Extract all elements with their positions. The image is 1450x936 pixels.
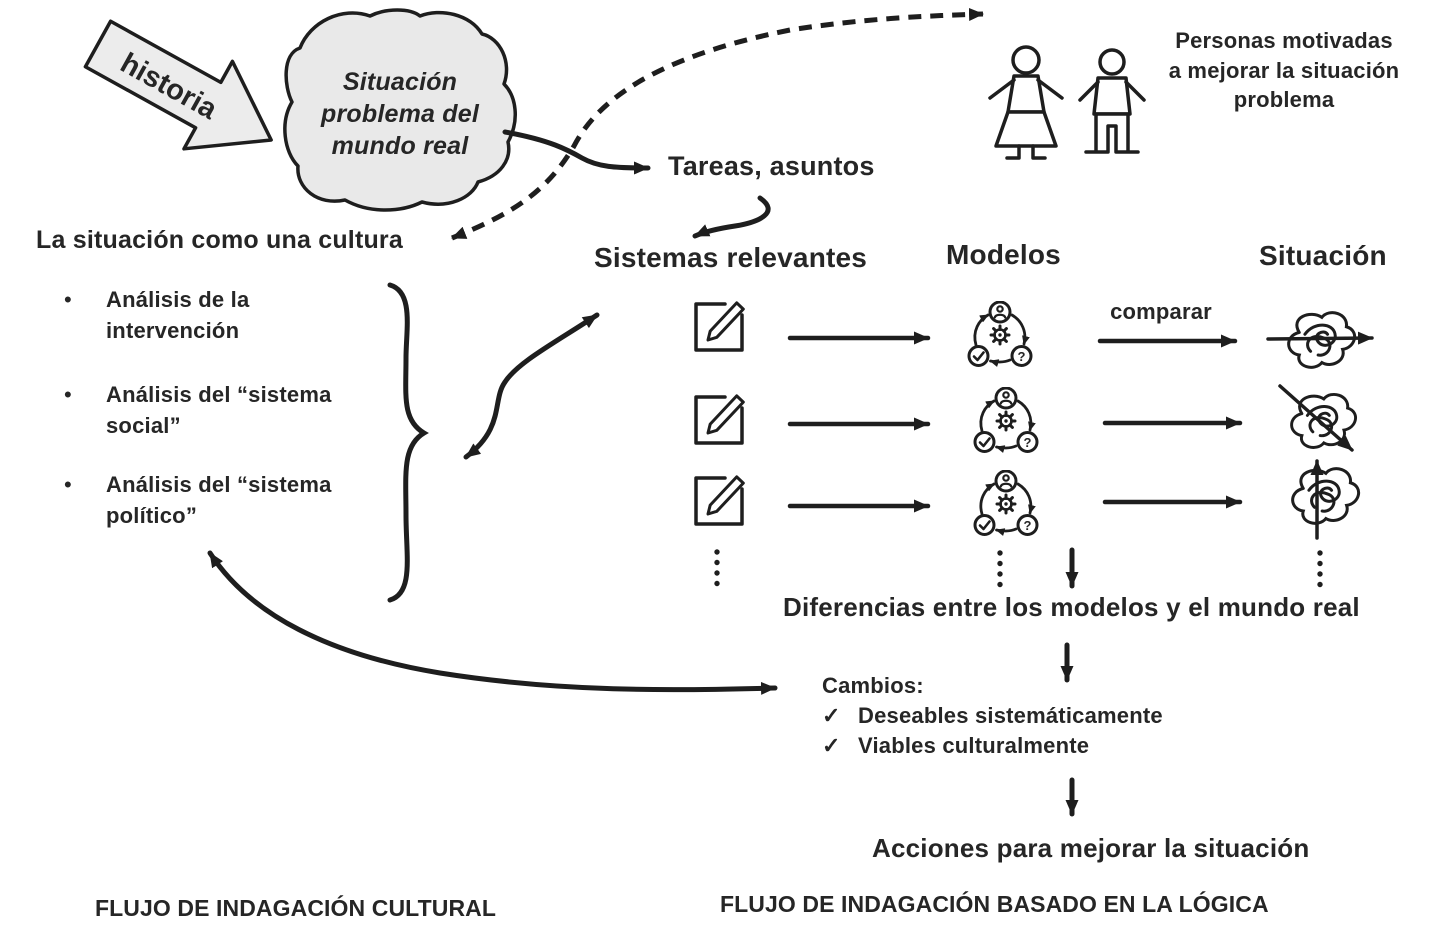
relevant-system-note-icon <box>694 301 746 352</box>
ellipsis-icon <box>997 550 1003 588</box>
culture-heading: La situación como una cultura <box>36 226 403 254</box>
culture-bullet-item: • Análisis de la intervención <box>64 284 344 346</box>
history-arrow: historia <box>83 19 273 151</box>
tasks-issues-label: Tareas, asuntos <box>668 151 875 181</box>
actions-label: Acciones para mejorar la situación <box>872 833 1310 863</box>
column-header-situation: Situación <box>1259 240 1387 271</box>
column-header-models: Modelos <box>946 239 1061 270</box>
change-item-label: Deseables sistemáticamente <box>858 703 1163 728</box>
check-icon: ✓ <box>822 703 841 728</box>
culture-brace <box>387 282 429 603</box>
tangle-through-arrows <box>1266 331 1374 540</box>
culture-bullet-item: • Análisis del “sistema social” <box>64 379 344 441</box>
model-to-situation-arrows <box>1097 334 1243 509</box>
culture-people-dashed-arrow <box>451 7 984 241</box>
change-item: ✓ Deseables sistemáticamente <box>822 703 1163 729</box>
system-to-model-arrows <box>787 331 931 513</box>
situation-tangle-icon <box>1291 467 1361 525</box>
motivated-people-caption: Personas motivadas a mejorar la situació… <box>1168 28 1400 113</box>
compare-label: comparar <box>1110 299 1212 324</box>
culture-bullet-item: • Análisis del “sistema político” <box>64 469 344 531</box>
culture-bullet-label: Análisis del “sistema político” <box>106 472 332 529</box>
culture-bullet-label: Análisis del “sistema social” <box>106 382 332 439</box>
model-cycle-icon <box>975 388 1037 452</box>
ellipsis-icon <box>714 549 720 587</box>
bullet-icon: • <box>64 287 72 312</box>
changes-title: Cambios: <box>822 673 924 698</box>
situation-tangle-icon <box>1290 392 1358 449</box>
bullet-icon: • <box>64 382 72 407</box>
footer-cultural-inquiry: FLUJO DE INDAGACIÓN CULTURAL <box>95 895 497 921</box>
relevant-system-note-icon <box>694 475 746 526</box>
down-flow-arrows <box>1060 547 1079 817</box>
ellipsis-icon <box>1317 550 1323 588</box>
brace-systems-double-arrow <box>463 312 600 460</box>
blob-to-tasks-arrow <box>502 129 651 175</box>
model-cycle-icon <box>975 471 1037 535</box>
check-icon: ✓ <box>822 733 841 758</box>
differences-label: Diferencias entre los modelos y el mundo… <box>783 592 1360 622</box>
model-cycle-icon <box>969 302 1031 366</box>
person-icon-male <box>1078 48 1146 154</box>
tasks-to-systems-arrow <box>692 195 771 239</box>
bullet-icon: • <box>64 472 72 497</box>
column-header-relevant-systems: Sistemas relevantes <box>594 242 868 273</box>
relevant-system-note-icon <box>694 394 746 445</box>
person-icon-female <box>988 45 1064 160</box>
change-item-label: Viables culturalmente <box>858 733 1090 758</box>
problem-blob-label: Situación problema del mundo real <box>321 68 479 160</box>
culture-bullet-label: Análisis de la intervención <box>106 287 250 344</box>
change-item: ✓ Viables culturalmente <box>822 733 1089 759</box>
footer-logic-inquiry: FLUJO DE INDAGACIÓN BASADO EN LA LÓGICA <box>720 891 1269 917</box>
culture-changes-double-arrow <box>207 550 778 695</box>
